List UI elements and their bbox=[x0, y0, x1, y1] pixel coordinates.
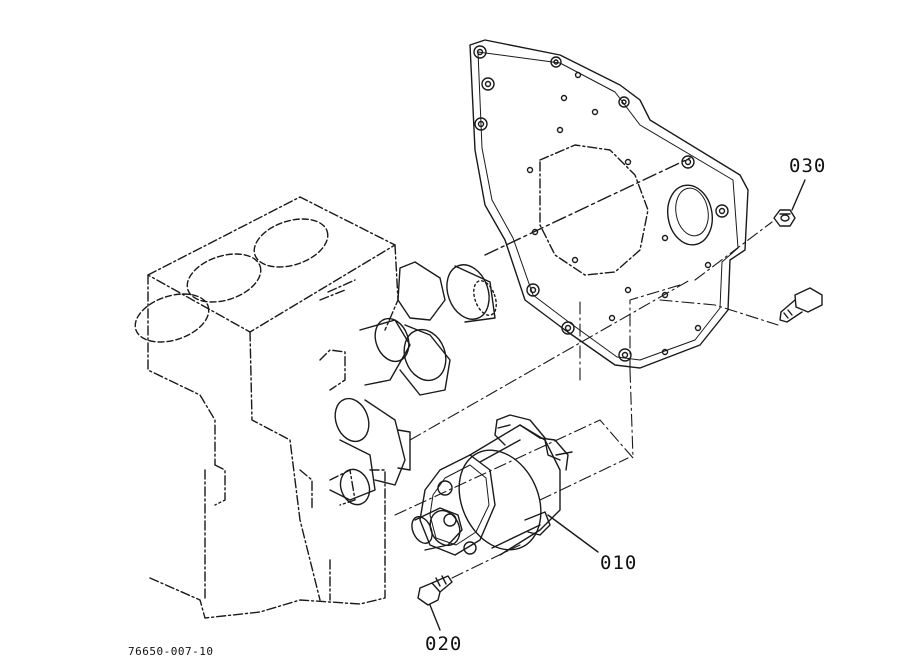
crankshaft bbox=[329, 261, 497, 506]
cylinder-bore-2 bbox=[186, 253, 262, 303]
starter-motor bbox=[411, 414, 573, 556]
callout-020: 020 bbox=[425, 633, 463, 655]
housing-bolt-holes bbox=[473, 45, 729, 362]
callout-010: 010 bbox=[600, 552, 638, 574]
bolt bbox=[417, 575, 453, 606]
engine-block bbox=[147, 196, 399, 619]
cylinder-bores bbox=[134, 218, 329, 343]
bolt-leader-line bbox=[451, 544, 521, 579]
flywheel-housing bbox=[469, 39, 749, 369]
drawing-number: 76650-007-10 bbox=[128, 645, 214, 658]
callout-030: 030 bbox=[789, 155, 827, 177]
cylinder-bore-1 bbox=[253, 218, 329, 268]
nut-leader-line bbox=[694, 221, 773, 281]
stud-bolt bbox=[779, 287, 823, 323]
stud-leader-line bbox=[659, 299, 779, 326]
crank-centerline bbox=[484, 157, 691, 256]
cylinder-bore-3 bbox=[134, 293, 210, 343]
bolt-callout-leader bbox=[429, 604, 441, 631]
nut bbox=[773, 209, 796, 227]
nut-callout-leader bbox=[791, 179, 806, 211]
starter-callout-leader bbox=[547, 514, 599, 553]
alignment-lines bbox=[394, 279, 691, 516]
